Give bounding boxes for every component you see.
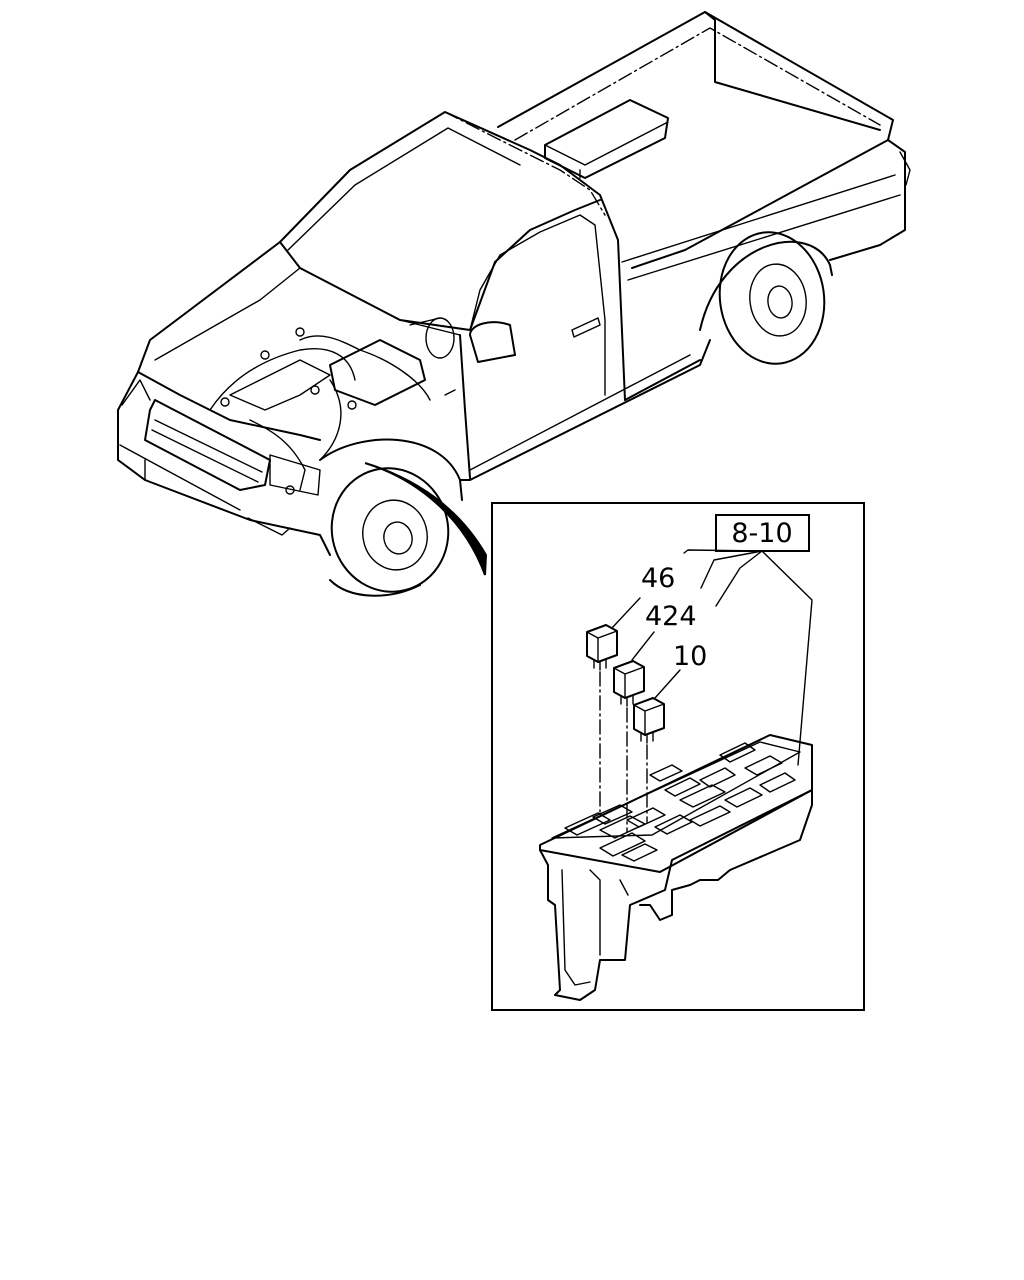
pickup-truck-illustration xyxy=(117,11,911,597)
truck-bed xyxy=(497,11,911,281)
group-ref-label: 8-10 xyxy=(731,518,792,549)
install-lines xyxy=(599,671,648,833)
truck-cab xyxy=(279,111,626,401)
relay-box xyxy=(539,734,813,1001)
truck-side-body xyxy=(444,317,711,481)
part-number-424: 424 xyxy=(645,601,697,632)
detail-inset: 8-10 46 424 10 xyxy=(491,502,865,1011)
headlights xyxy=(121,379,321,496)
truck-hood xyxy=(137,241,461,441)
relay-46 xyxy=(586,624,618,671)
detail-frame xyxy=(491,502,865,1011)
relay-10 xyxy=(633,697,665,744)
front-wheel xyxy=(319,438,463,597)
part-number-46: 46 xyxy=(641,563,675,594)
callout-pointers xyxy=(611,597,681,699)
detail-pointer-arrow xyxy=(364,462,488,576)
leader-lines xyxy=(683,549,813,766)
part-number-10: 10 xyxy=(673,641,707,672)
air-intake xyxy=(329,317,455,406)
relay-424 xyxy=(613,660,645,707)
rear-wheel xyxy=(699,231,833,365)
front-grille xyxy=(117,371,331,556)
